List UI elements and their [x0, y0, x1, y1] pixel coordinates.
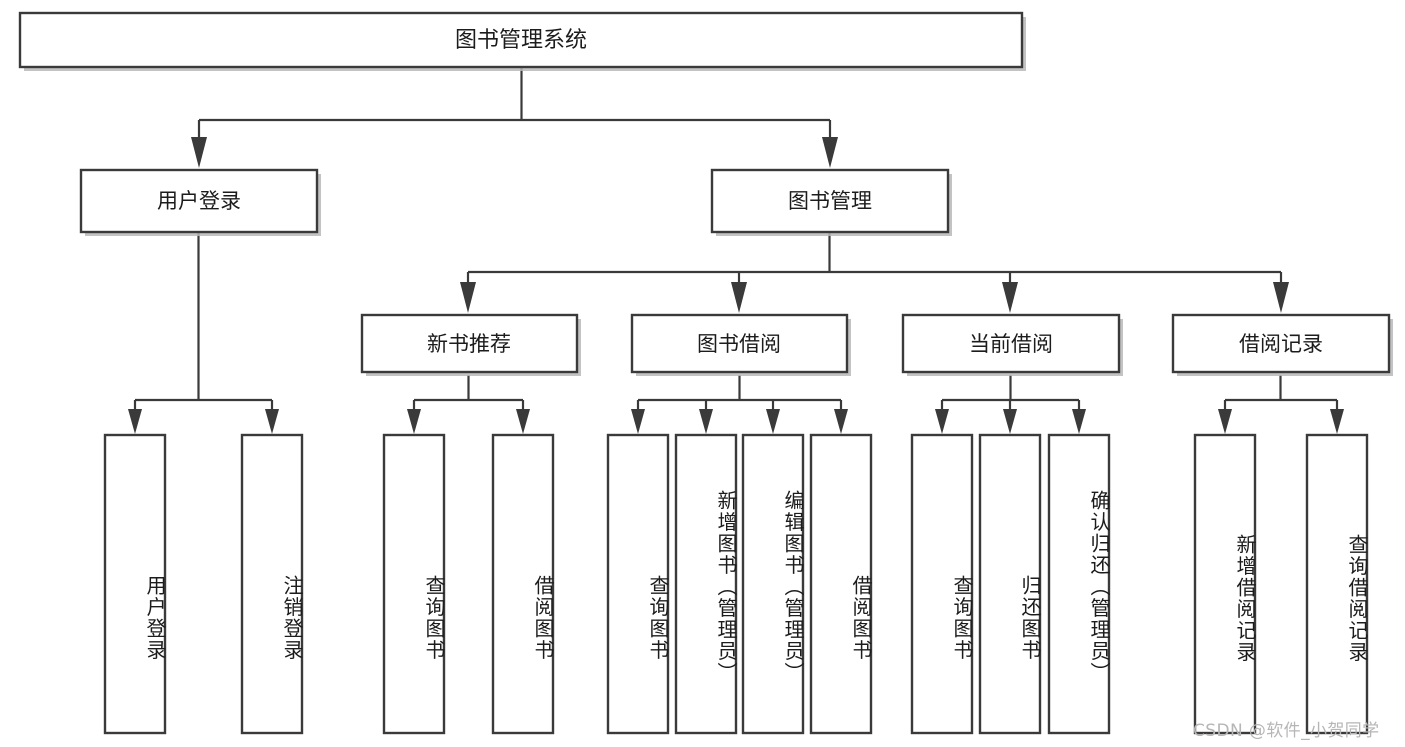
leaf-box-add-book[interactable] — [674, 433, 738, 735]
leaf-box-borrow-book-1[interactable] — [491, 433, 555, 735]
node-user-login-box[interactable] — [79, 168, 319, 234]
arrow-bb-to-leaf-query-book — [631, 409, 645, 434]
node-book-borrow-label: 图书借阅 — [697, 332, 781, 356]
leaf-box-add-record[interactable] — [1193, 433, 1257, 735]
arrow-bb-to-leaf-edit-book — [766, 409, 780, 434]
arrow-bm-to-book-borrow — [731, 282, 747, 313]
node-borrow-record[interactable]: 借阅记录 — [1171, 313, 1393, 376]
leaf-box-return-book[interactable] — [978, 433, 1042, 735]
node-root[interactable]: 图书管理系统 — [18, 11, 1026, 71]
arrow-cb-to-leaf-return-book — [1003, 409, 1017, 434]
arrow-nb-to-leaf-query-book — [407, 409, 421, 434]
node-current-borrow-box[interactable] — [901, 313, 1121, 374]
arrow-cb-to-leaf-query-book — [935, 409, 949, 434]
arrow-ul-to-leaf-logout — [265, 409, 279, 434]
leaf-box-borrow-book-2[interactable] — [809, 433, 873, 735]
arrow-bb-to-leaf-add-book — [699, 409, 713, 434]
arrow-ul-to-leaf-user-login — [128, 409, 142, 434]
arrow-bm-to-new-book-recommend — [460, 282, 476, 313]
node-book-manage-box[interactable] — [710, 168, 950, 234]
arrow-bm-to-borrow-record — [1273, 282, 1289, 313]
leaf-box-logout[interactable] — [240, 433, 304, 735]
connector-layer — [128, 67, 1344, 434]
leaf-box-query-record[interactable] — [1305, 433, 1369, 735]
node-borrow-record-box[interactable] — [1171, 313, 1391, 374]
leaf-box-query-book-2[interactable] — [606, 433, 670, 735]
leaf-box-query-book-3[interactable] — [910, 433, 974, 735]
leaf-layer — [103, 433, 1369, 735]
csdn-watermark: CSDN @软件_小贺同学 — [1193, 721, 1380, 741]
leaf-box-user-login[interactable] — [103, 433, 167, 735]
arrow-br-to-leaf-query-record — [1330, 409, 1344, 434]
arrow-nb-to-leaf-borrow-book — [516, 409, 530, 434]
arrow-root-to-user-login — [191, 137, 207, 168]
node-borrow-record-label: 借阅记录 — [1239, 332, 1323, 356]
node-book-borrow-box[interactable] — [630, 313, 849, 374]
node-new-book-recommend-label: 新书推荐 — [427, 332, 511, 356]
arrow-cb-to-leaf-confirm-return — [1072, 409, 1086, 434]
leaf-box-confirm-return[interactable] — [1047, 433, 1111, 735]
arrow-root-to-book-manage — [822, 137, 838, 168]
node-user-login[interactable]: 用户登录 — [79, 168, 321, 236]
node-book-manage[interactable]: 图书管理 — [710, 168, 952, 236]
node-root-box[interactable] — [18, 11, 1024, 69]
node-user-login-label: 用户登录 — [157, 189, 241, 213]
node-new-book-recommend-box[interactable] — [360, 313, 579, 374]
arrow-bm-to-current-borrow — [1002, 282, 1018, 313]
node-new-book-recommend[interactable]: 新书推荐 — [360, 313, 581, 376]
node-book-borrow[interactable]: 图书借阅 — [630, 313, 851, 376]
node-current-borrow[interactable]: 当前借阅 — [901, 313, 1123, 376]
arrow-br-to-leaf-add-record — [1218, 409, 1232, 434]
leaf-box-edit-book[interactable] — [741, 433, 805, 735]
leaf-box-query-book-1[interactable] — [382, 433, 446, 735]
node-root-label: 图书管理系统 — [455, 28, 587, 53]
node-current-borrow-label: 当前借阅 — [969, 332, 1053, 356]
arrow-bb-to-leaf-borrow-book — [834, 409, 848, 434]
node-book-manage-label: 图书管理 — [788, 189, 872, 213]
